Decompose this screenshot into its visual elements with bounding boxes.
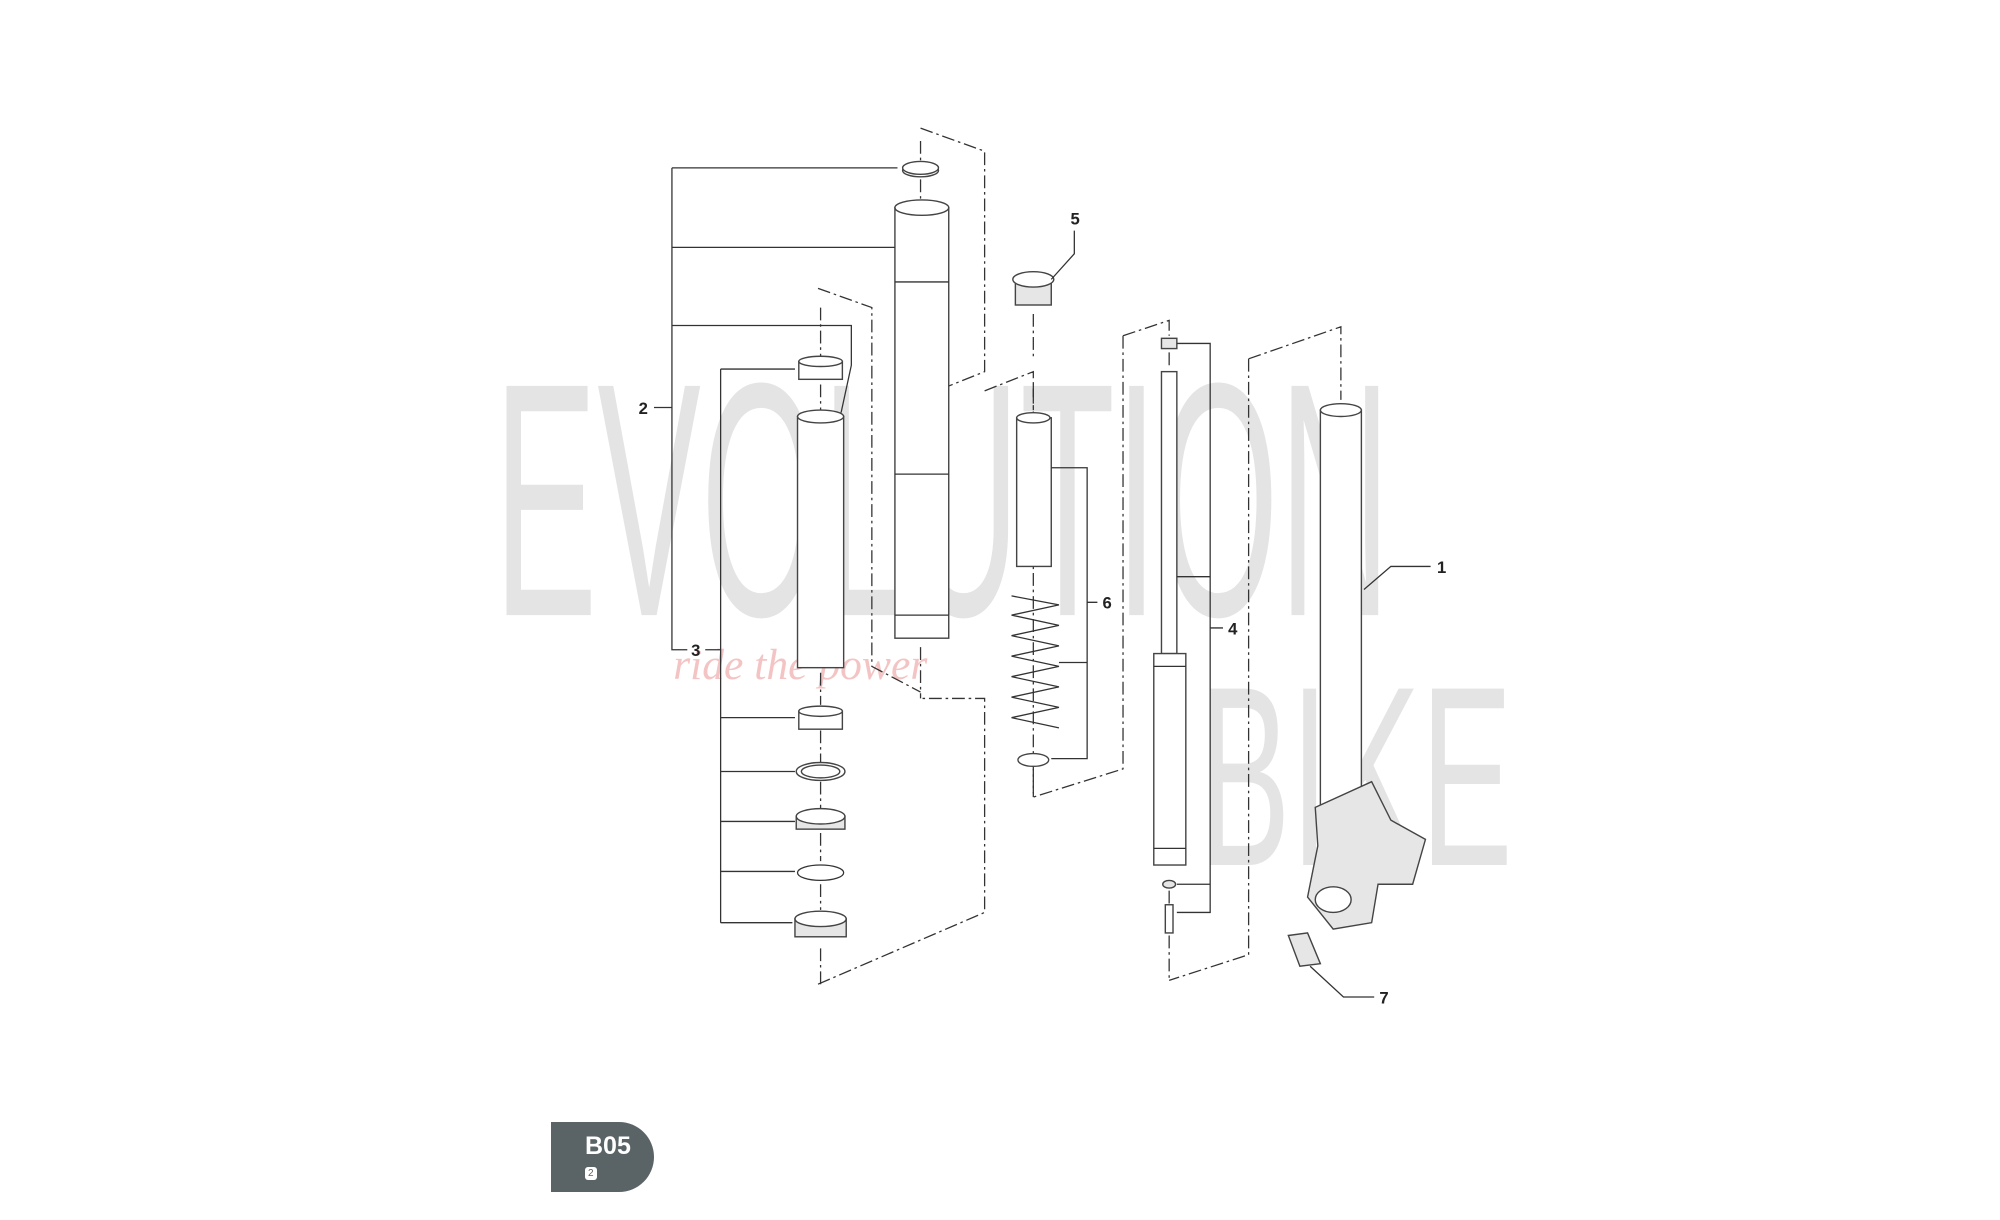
callout-7: 7 <box>1379 988 1388 1007</box>
callout-1: 1 <box>1437 558 1446 577</box>
part-group-1-7 <box>1287 402 1431 998</box>
callout-4: 4 <box>1228 619 1238 638</box>
section-code: B05 <box>585 1132 631 1160</box>
assembly-boundaries <box>817 127 1342 985</box>
part-group-2 <box>653 160 950 651</box>
part-group-4 <box>1153 337 1223 934</box>
part-group-5-6 <box>1011 230 1098 768</box>
part-group-3 <box>705 355 847 938</box>
callout-2: 2 <box>639 399 648 418</box>
section-badge: B05 2 <box>551 1122 654 1192</box>
callout-6: 6 <box>1103 594 1112 613</box>
callout-5: 5 <box>1070 209 1079 228</box>
callouts: 1 2 3 4 5 6 7 <box>639 209 1447 1007</box>
callout-3: 3 <box>691 641 700 660</box>
page-number: 2 <box>585 1167 597 1180</box>
